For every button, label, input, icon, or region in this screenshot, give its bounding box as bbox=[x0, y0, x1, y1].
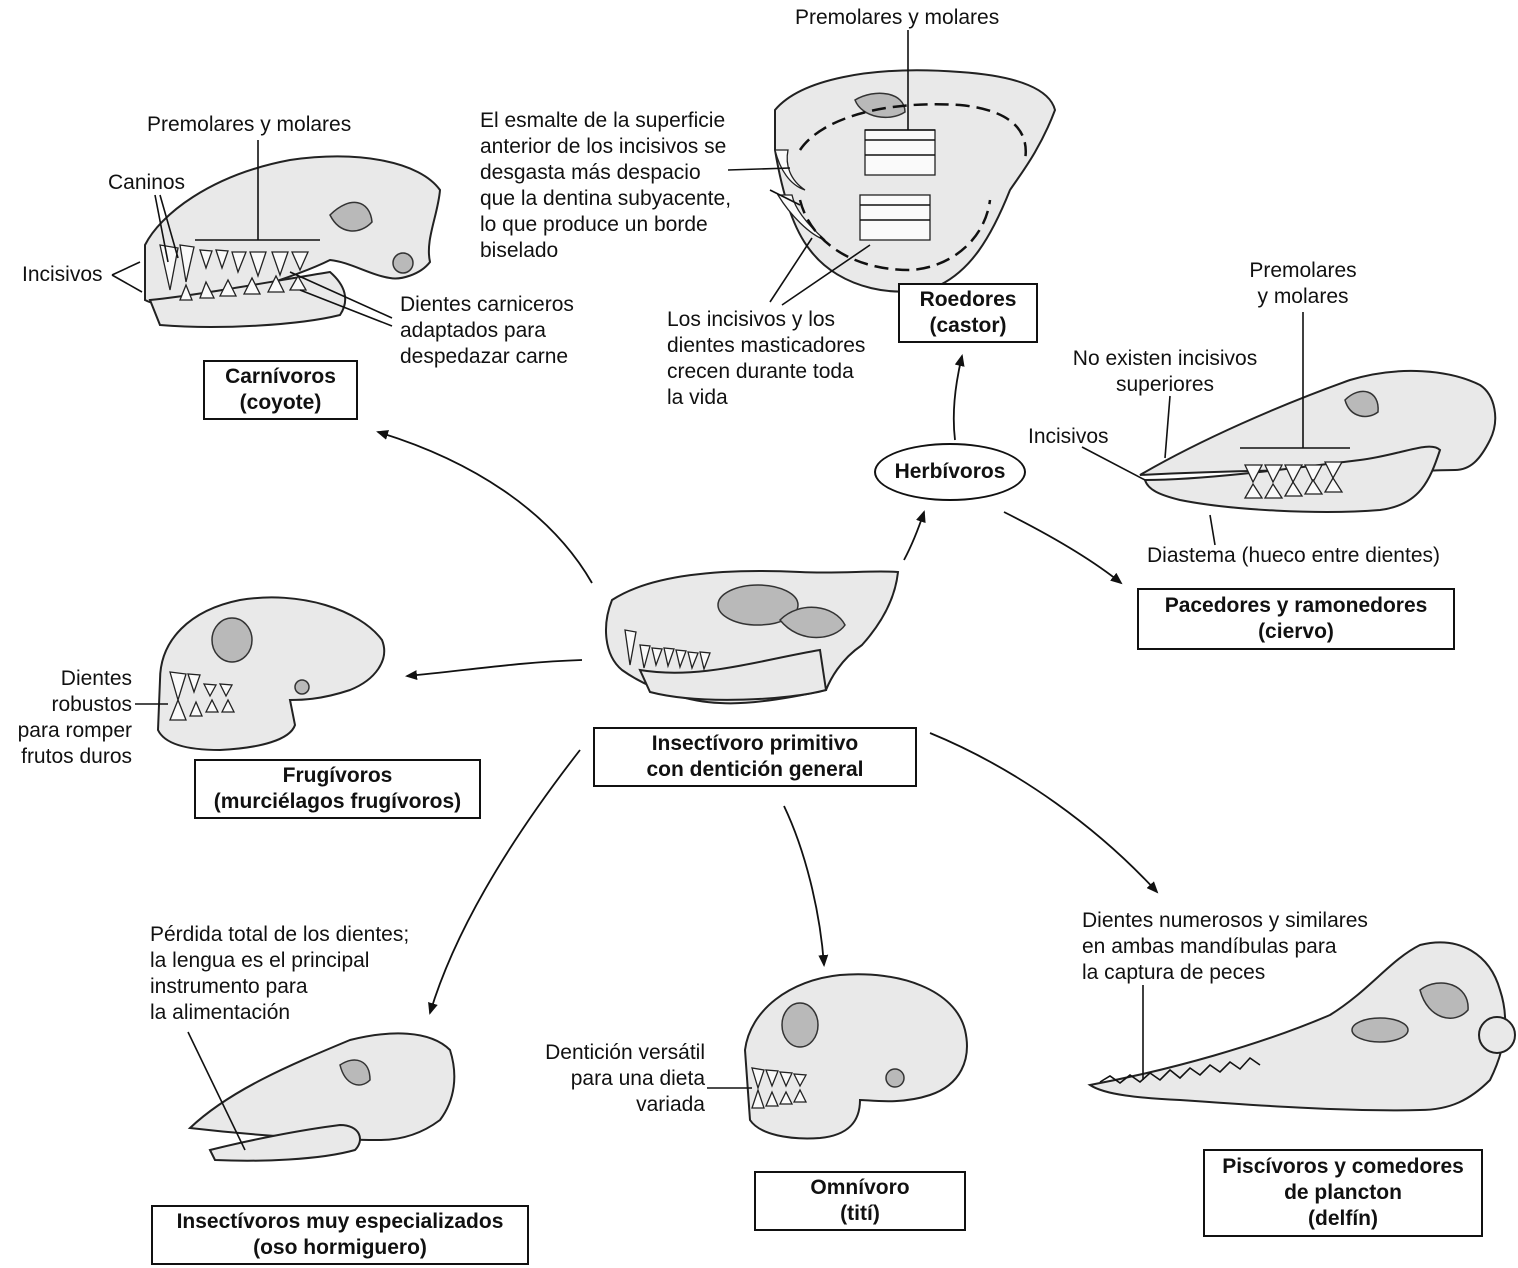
omnivore-line2: (tití) bbox=[756, 1201, 964, 1227]
deer-incisors-pointer bbox=[1082, 447, 1145, 480]
beaver-growth-line-4: la vida bbox=[667, 385, 865, 411]
anteater-line2: (oso hormiguero) bbox=[153, 1235, 527, 1261]
carnivores-box: Carnívoros (coyote) bbox=[203, 360, 358, 420]
beaver-enamel-line-3: desgasta más despacio bbox=[480, 160, 731, 186]
coyote-carnassial-label: Dientes carniceros adaptados para desped… bbox=[400, 292, 574, 370]
marmoset-skull bbox=[745, 974, 967, 1138]
piscivores-line3: (delfín) bbox=[1205, 1206, 1481, 1232]
rodents-line1: Roedores bbox=[900, 287, 1036, 313]
coyote-canines-label: Caninos bbox=[108, 170, 185, 196]
bat-teeth-line-3: para romper bbox=[5, 718, 132, 744]
marmoset-note-line-3: variada bbox=[505, 1092, 705, 1118]
coyote-carnassial-line-3: despedazar carne bbox=[400, 344, 574, 370]
anteater-note-line-1: Pérdida total de los dientes; bbox=[150, 922, 409, 948]
beaver-enamel-line-1: El esmalte de la superficie bbox=[480, 108, 731, 134]
deer-premolars-line-2: y molares bbox=[1228, 284, 1378, 310]
grazers-box: Pacedores y ramonedores (ciervo) bbox=[1137, 588, 1455, 650]
beaver-enamel-line-2: anterior de los incisivos se bbox=[480, 134, 731, 160]
deer-diastema-pointer bbox=[1210, 515, 1215, 545]
deer-premolars-label: Premolares y molares bbox=[1228, 258, 1378, 310]
herbivores-oval: Herbívoros bbox=[874, 443, 1026, 501]
arrow-to-omnivore bbox=[784, 806, 824, 965]
deer-incisors-label: Incisivos bbox=[1028, 424, 1109, 450]
beaver-enamel-label: El esmalte de la superficie anterior de … bbox=[480, 108, 731, 264]
frugivores-line2: (murciélagos frugívoros) bbox=[196, 789, 479, 815]
arrow-to-grazers bbox=[1004, 512, 1121, 583]
beaver-growth-line-3: crecen durante toda bbox=[667, 359, 865, 385]
anteater-note-line-3: instrumento para bbox=[150, 974, 409, 1000]
piscivores-box: Piscívoros y comedores de plancton (delf… bbox=[1203, 1149, 1483, 1237]
herbivores-label: Herbívoros bbox=[895, 460, 1006, 484]
bat-teeth-line-4: frutos duros bbox=[5, 744, 132, 770]
primitive-insectivore-skull bbox=[606, 571, 898, 703]
center-primitive-insectivore-box: Insectívoro primitivo con dentición gene… bbox=[593, 727, 917, 787]
dolphin-note-line-2: en ambas mandíbulas para bbox=[1082, 934, 1368, 960]
anteater-box: Insectívoros muy especializados (oso hor… bbox=[151, 1205, 529, 1265]
anteater-note-label: Pérdida total de los dientes; la lengua … bbox=[150, 922, 409, 1026]
deer-diastema-label: Diastema (hueco entre dientes) bbox=[1147, 543, 1440, 569]
grazers-line1: Pacedores y ramonedores bbox=[1139, 593, 1453, 619]
coyote-skull bbox=[145, 157, 440, 327]
piscivores-line1: Piscívoros y comedores bbox=[1205, 1154, 1481, 1180]
dolphin-note-line-3: la captura de peces bbox=[1082, 960, 1368, 986]
arrow-to-herbivores bbox=[904, 512, 924, 560]
coyote-carnassial-line-1: Dientes carniceros bbox=[400, 292, 574, 318]
beaver-growth-line-2: dientes masticadores bbox=[667, 333, 865, 359]
center-line2: con dentición general bbox=[595, 757, 915, 783]
beaver-growth-line-1: Los incisivos y los bbox=[667, 307, 865, 333]
deer-premolars-line-1: Premolares bbox=[1228, 258, 1378, 284]
deer-no-upper-label: No existen incisivos superiores bbox=[1060, 346, 1270, 398]
fruit-bat-skull bbox=[158, 597, 384, 750]
coyote-premolars-label: Premolares y molares bbox=[147, 112, 351, 138]
arrow-to-rodents bbox=[954, 356, 962, 440]
rodents-box: Roedores (castor) bbox=[898, 283, 1038, 343]
frugivores-line1: Frugívoros bbox=[196, 763, 479, 789]
coyote-incisors-label: Incisivos bbox=[22, 262, 103, 288]
center-line1: Insectívoro primitivo bbox=[595, 731, 915, 757]
coyote-carnassial-line-2: adaptados para bbox=[400, 318, 574, 344]
marmoset-note-line-2: para una dieta bbox=[505, 1066, 705, 1092]
bat-teeth-line-2: robustos bbox=[5, 692, 132, 718]
arrow-to-piscivores bbox=[930, 733, 1157, 892]
marmoset-note-label: Dentición versátil para una dieta variad… bbox=[505, 1040, 705, 1118]
rodents-line2: (castor) bbox=[900, 313, 1036, 339]
anteater-line1: Insectívoros muy especializados bbox=[153, 1209, 527, 1235]
grazers-line2: (ciervo) bbox=[1139, 619, 1453, 645]
deer-no-upper-pointer bbox=[1165, 396, 1170, 458]
frugivores-box: Frugívoros (murciélagos frugívoros) bbox=[194, 759, 481, 819]
anteater-skull bbox=[190, 1033, 454, 1160]
omnivore-box: Omnívoro (tití) bbox=[754, 1171, 966, 1231]
beaver-growth-label: Los incisivos y los dientes masticadores… bbox=[667, 307, 865, 411]
carnivores-line1: Carnívoros bbox=[205, 364, 356, 390]
beaver-enamel-line-5: lo que produce un borde bbox=[480, 212, 731, 238]
coyote-incisors-pointer bbox=[112, 262, 142, 292]
anteater-note-line-2: la lengua es el principal bbox=[150, 948, 409, 974]
arrow-to-carnivores bbox=[378, 432, 592, 583]
anteater-note-line-4: la alimentación bbox=[150, 1000, 409, 1026]
dolphin-note-label: Dientes numerosos y similares en ambas m… bbox=[1082, 908, 1368, 986]
arrow-to-frugivores bbox=[407, 660, 582, 676]
piscivores-line2: de plancton bbox=[1205, 1180, 1481, 1206]
omnivore-line1: Omnívoro bbox=[756, 1175, 964, 1201]
beaver-premolars-label: Premolares y molares bbox=[795, 5, 999, 31]
beaver-enamel-line-4: que la dentina subyacente, bbox=[480, 186, 731, 212]
beaver-skull bbox=[775, 70, 1055, 291]
deer-no-upper-line-1: No existen incisivos bbox=[1060, 346, 1270, 372]
bat-teeth-line-1: Dientes bbox=[5, 666, 132, 692]
beaver-enamel-line-6: biselado bbox=[480, 238, 731, 264]
dolphin-note-line-1: Dientes numerosos y similares bbox=[1082, 908, 1368, 934]
bat-teeth-label: Dientes robustos para romper frutos duro… bbox=[5, 666, 132, 770]
carnivores-line2: (coyote) bbox=[205, 390, 356, 416]
deer-no-upper-line-2: superiores bbox=[1060, 372, 1270, 398]
anteater-note-pointer bbox=[188, 1032, 245, 1150]
marmoset-note-line-1: Dentición versátil bbox=[505, 1040, 705, 1066]
